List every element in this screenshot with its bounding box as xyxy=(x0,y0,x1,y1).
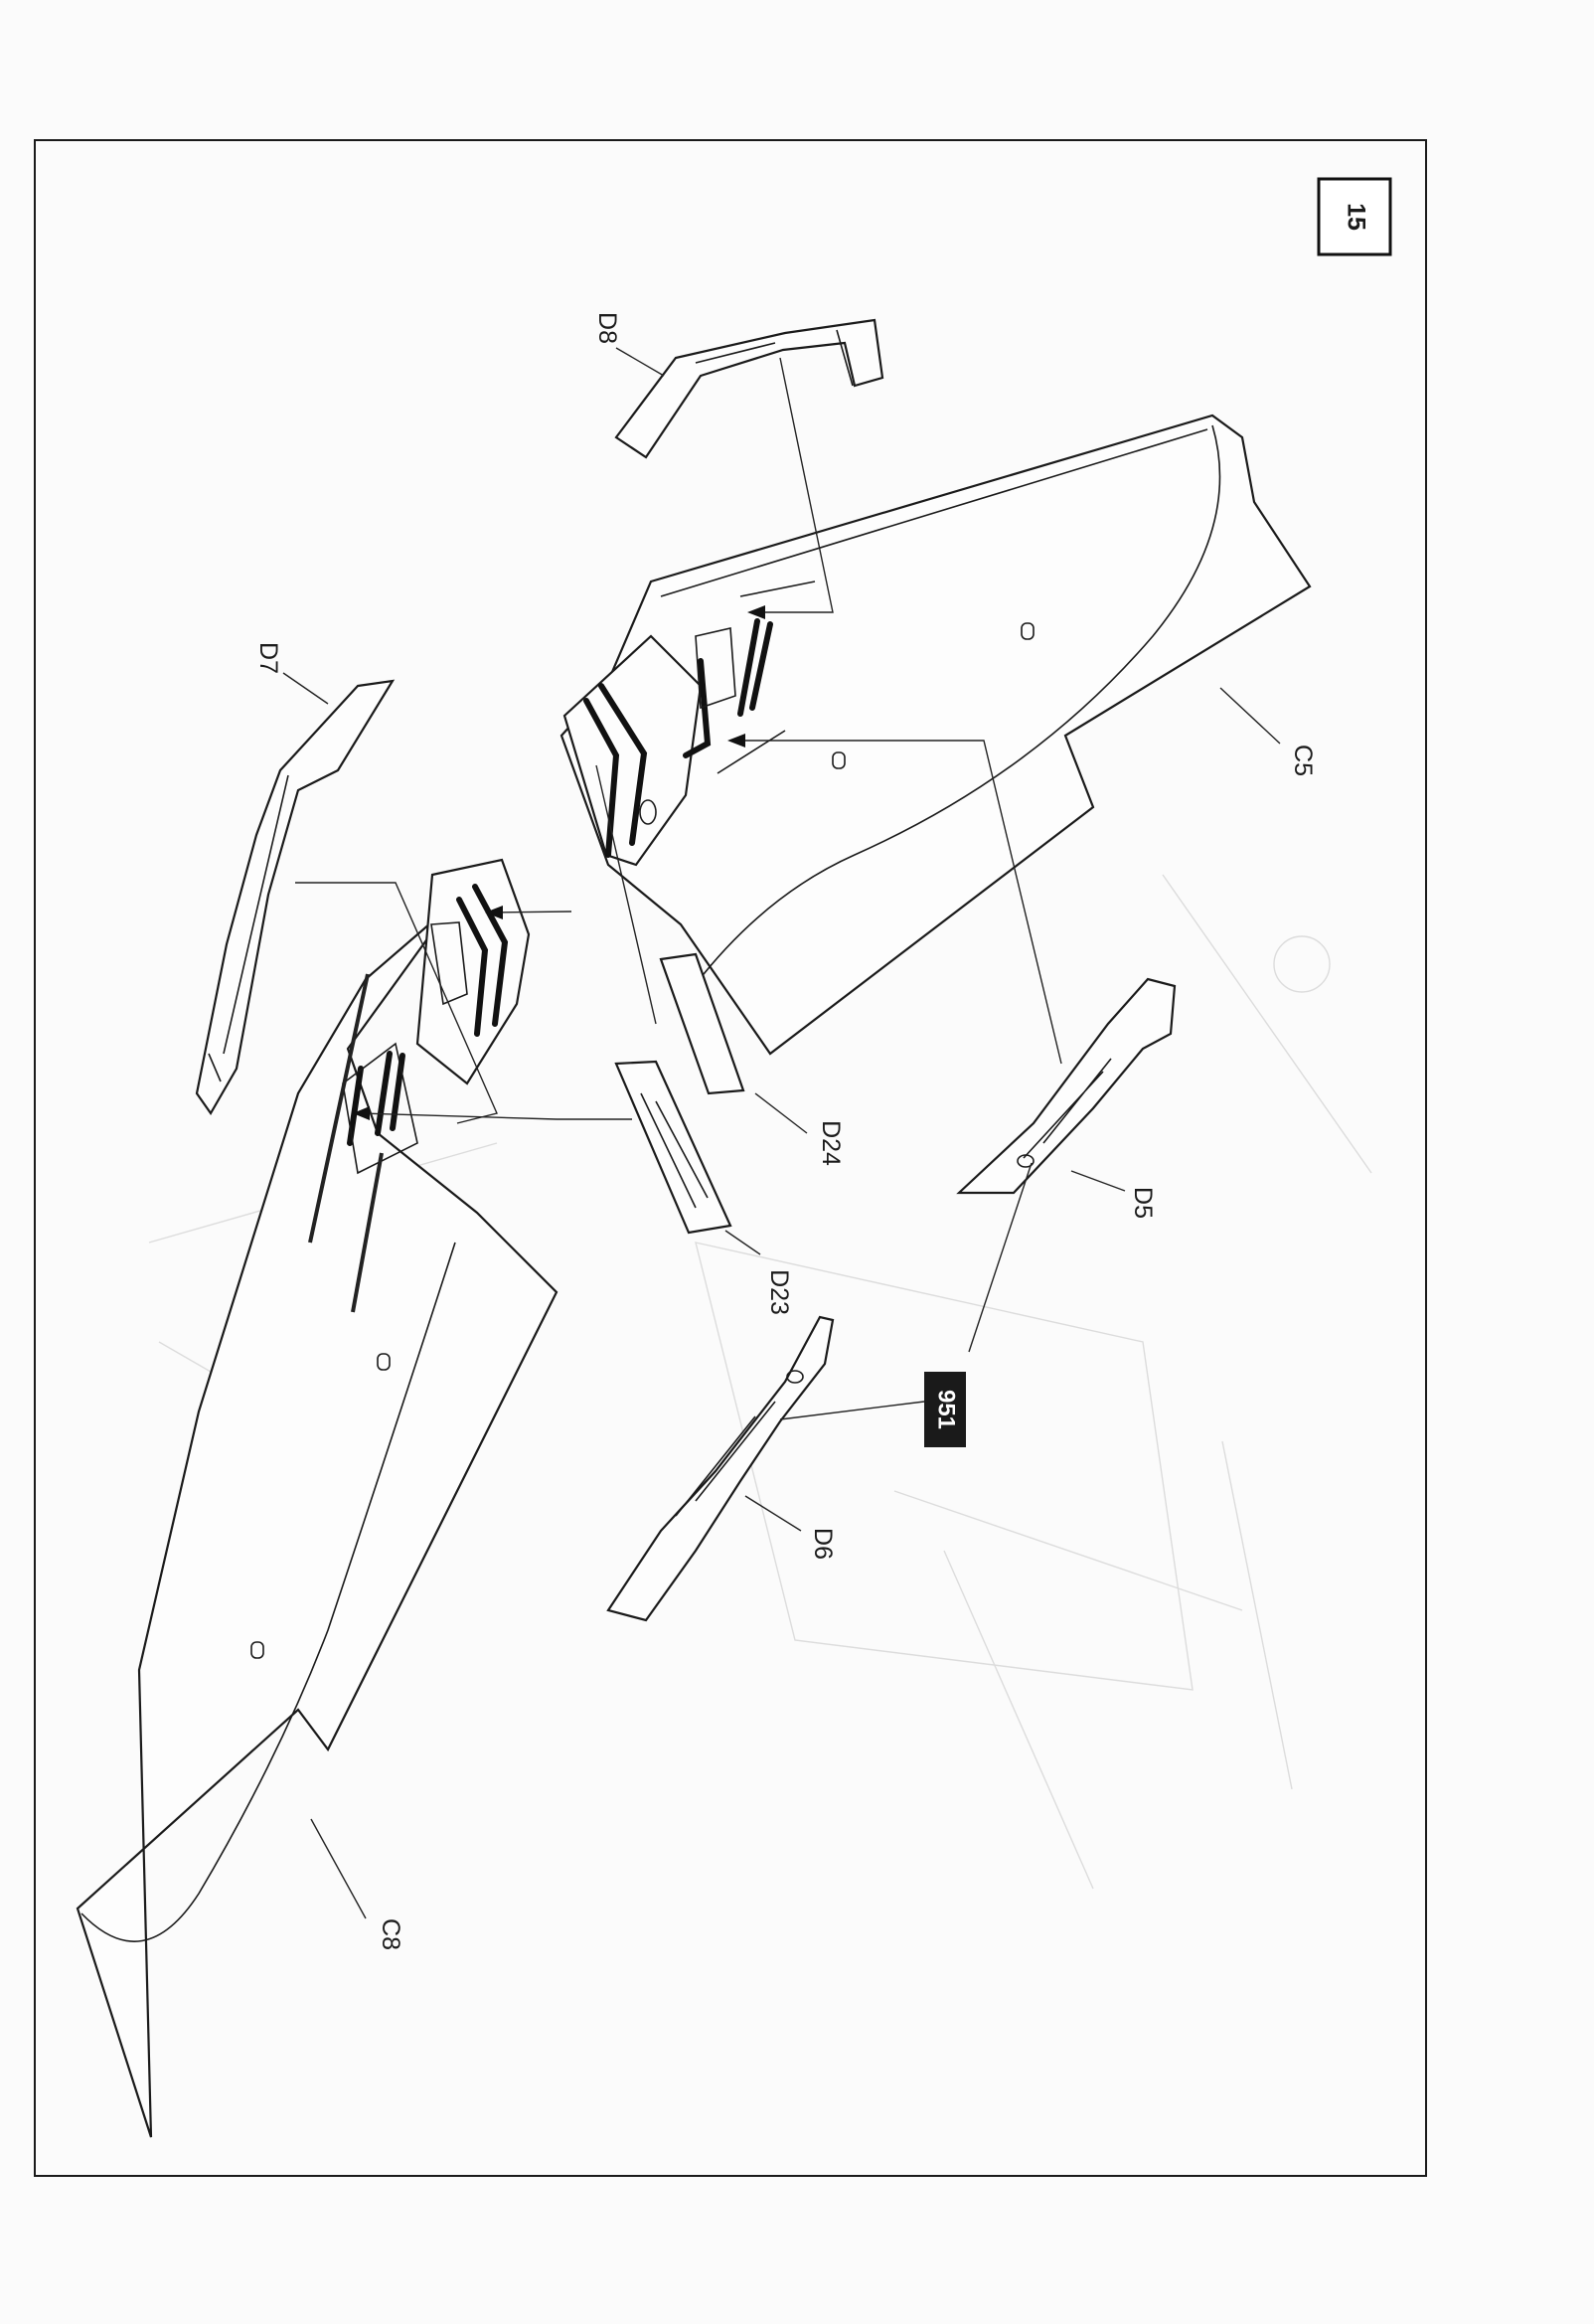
leader-d7-arrow xyxy=(295,882,498,1124)
callout-c5: C5 xyxy=(1289,745,1317,776)
leader-d6 xyxy=(744,1495,802,1532)
leader-d23-arrow xyxy=(359,1112,632,1120)
leader-d7 xyxy=(282,672,329,705)
callout-c8: C8 xyxy=(377,1918,404,1950)
step-number-box: 15 xyxy=(1317,177,1392,256)
paint-code-badge: 951 xyxy=(924,1372,966,1447)
callout-d23: D23 xyxy=(765,1269,793,1315)
callout-d7: D7 xyxy=(254,642,282,674)
leader-paint-d5 xyxy=(968,1162,1033,1353)
leader-c5 xyxy=(1219,687,1281,745)
leader-d8 xyxy=(615,347,665,377)
callout-d5: D5 xyxy=(1129,1187,1157,1219)
part-d5-console xyxy=(956,977,1177,1195)
callout-d24: D24 xyxy=(817,1120,845,1166)
leader-d5 xyxy=(1070,1170,1126,1192)
part-c5-wing-panel xyxy=(559,414,1312,1056)
paint-code-text: 951 xyxy=(933,1390,960,1429)
leader-paint-d6 xyxy=(779,1401,925,1420)
part-c8-wing-panel xyxy=(76,858,558,2138)
leader-c8 xyxy=(310,1818,367,1919)
callout-d8: D8 xyxy=(593,312,621,344)
part-d24-strip xyxy=(659,952,745,1095)
leader-d24-target xyxy=(491,911,572,913)
part-d6-console xyxy=(606,1315,835,1622)
leader-d23 xyxy=(724,1230,761,1255)
leader-d8-arrow xyxy=(755,357,834,613)
part-d7-sidewall xyxy=(195,679,396,1116)
part-d8-sidewall xyxy=(614,318,884,459)
leader-d24 xyxy=(754,1092,808,1134)
leader-d24-arrow xyxy=(595,764,657,1025)
leader-d5-arrow xyxy=(735,740,1062,1065)
step-number: 15 xyxy=(1342,203,1369,231)
callout-d6: D6 xyxy=(809,1528,837,1560)
step-frame xyxy=(34,139,1427,2177)
part-d23-panel xyxy=(614,1060,732,1235)
